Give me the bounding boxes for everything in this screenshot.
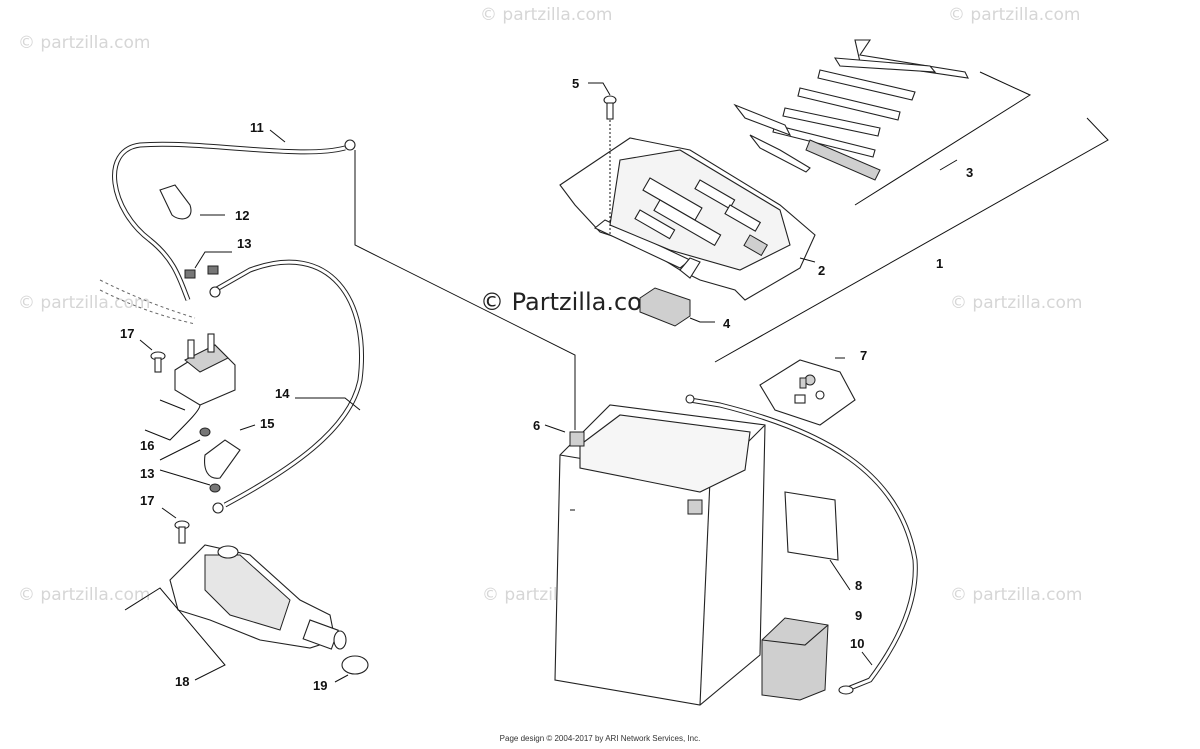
relay-16 (174, 333, 236, 406)
callout-4: 4 (723, 316, 731, 331)
leader-2 (799, 257, 816, 263)
tool-tray (559, 137, 816, 301)
callout-12: 12 (235, 208, 249, 223)
leader-13-bottom (159, 439, 211, 486)
footer-copyright: Page design © 2004-2017 by ARI Network S… (499, 734, 701, 743)
watermark: © partzilla.com (480, 5, 613, 25)
callout-3: 3 (966, 165, 973, 180)
leader-17-top (139, 339, 153, 351)
battery-label-8 (784, 491, 839, 561)
callout-6: 6 (533, 418, 540, 433)
watermark: © partzilla.com (18, 293, 151, 313)
watermark: © partzilla.com (948, 5, 1081, 25)
center-watermark: © Partzilla.com (480, 288, 665, 316)
callouts: 1 2 3 4 5 6 7 8 9 10 11 12 13 13 14 15 1… (120, 76, 973, 693)
callout-15: 15 (260, 416, 274, 431)
callout-17: 17 (120, 326, 134, 341)
callout-8: 8 (855, 578, 862, 593)
watermark: © partzilla.com (18, 585, 151, 605)
callout-19: 19 (313, 678, 327, 693)
foam-9 (761, 617, 829, 701)
battery-6 (554, 404, 766, 706)
leader-10 (861, 651, 873, 666)
callout-17: 17 (140, 493, 154, 508)
callout-7: 7 (860, 348, 867, 363)
screw-17-bottom (174, 520, 190, 544)
leader-14 (295, 397, 361, 411)
screw-17-top (150, 351, 166, 373)
cable-14 (209, 259, 364, 514)
leader-11 (269, 129, 286, 143)
watermark-layer: © partzilla.com © partzilla.com © partzi… (18, 5, 1083, 605)
boot-12 (159, 184, 192, 220)
watermark: © partzilla.com (18, 33, 151, 53)
leader-19 (334, 674, 349, 683)
watermark: © partzilla.com (950, 293, 1083, 313)
callout-16: 16 (140, 438, 154, 453)
oring-19 (341, 655, 369, 675)
callout-18: 18 (175, 674, 189, 689)
callout-1: 1 (936, 256, 943, 271)
leader-15 (239, 424, 256, 431)
bracket-3 (854, 71, 1032, 206)
leader-6 (544, 424, 566, 433)
screw-5 (603, 95, 617, 120)
nuts-13-bottom (199, 427, 221, 493)
callout-10: 10 (850, 636, 864, 651)
callout-14: 14 (275, 386, 290, 401)
tool-kit (733, 39, 969, 181)
callout-5: 5 (572, 76, 579, 91)
callout-11: 11 (250, 120, 264, 135)
leader-5 (588, 82, 611, 96)
boot-15 (204, 439, 241, 479)
leader-3 (939, 159, 958, 171)
bracket-1 (714, 117, 1109, 363)
leader-17-bottom (161, 507, 177, 519)
bracket-18 (124, 587, 226, 681)
cable-11 (112, 139, 356, 301)
starter-motor-18 (169, 544, 347, 650)
hardware-kit-7 (759, 359, 856, 426)
leader-8 (829, 559, 851, 591)
leader-13-top (194, 251, 232, 269)
watermark: © partzilla.com (950, 585, 1083, 605)
cable-10 (685, 394, 918, 695)
callout-13: 13 (237, 236, 251, 251)
callout-9: 9 (855, 608, 862, 623)
callout-2: 2 (818, 263, 825, 278)
foam-4 (639, 287, 691, 327)
callout-13: 13 (140, 466, 154, 481)
leader-4 (689, 317, 715, 323)
leader-11-battery (354, 150, 576, 430)
nuts-13-top (184, 265, 219, 279)
leader-16 (144, 399, 201, 441)
